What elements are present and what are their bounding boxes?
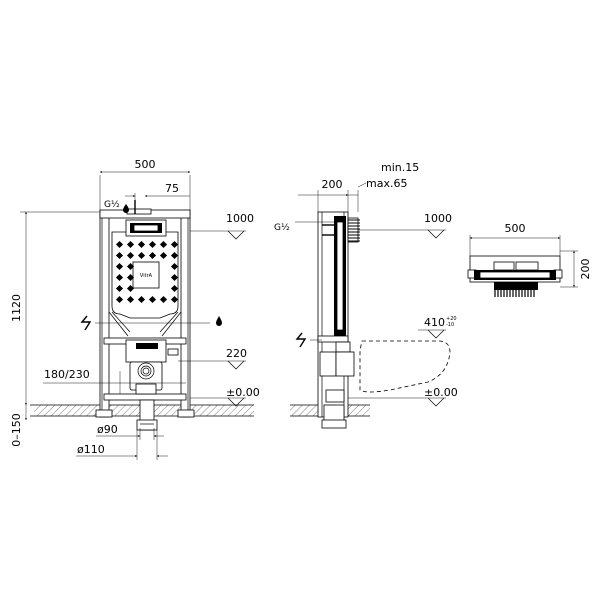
front-dimensions: 500 75 G½ 1000 1120 220 — [10, 158, 260, 460]
cistern-stiffener — [159, 240, 168, 249]
front-floor-dim: ±0.00 — [226, 386, 260, 399]
side-min-dim: min.15 — [381, 161, 419, 174]
front-pipe-large-dim: ø110 — [77, 443, 105, 456]
cistern-stiffener — [137, 251, 146, 260]
cistern-stiffener — [126, 251, 135, 260]
water-drop-icon — [123, 204, 129, 213]
front-top-dim: 1000 — [226, 212, 254, 225]
side-inlet-label: G½ — [274, 223, 290, 233]
water-drop-icon — [216, 316, 222, 326]
front-height-dim: 1120 — [10, 294, 23, 322]
cistern-stiffener — [115, 240, 124, 249]
top-waste-ribs — [494, 290, 535, 297]
cistern-stiffener — [126, 284, 135, 293]
top-width-dim: 500 — [505, 222, 526, 235]
front-view: VitrA 500 — [10, 158, 260, 460]
cistern-stiffener — [159, 295, 168, 304]
front-inlet-label: G½ — [104, 200, 120, 210]
cistern-stiffener — [159, 251, 168, 260]
cistern-stiffener — [170, 262, 179, 271]
cistern-stiffeners — [115, 240, 179, 304]
top-frame — [467, 255, 563, 297]
cistern-stiffener — [115, 262, 124, 271]
side-depth-dim: 200 — [322, 178, 343, 191]
side-bowl-tol-up: +20 — [446, 316, 457, 322]
cistern-stiffener — [126, 262, 135, 271]
top-dimensions: 500 200 — [469, 222, 592, 288]
cistern: VitrA — [111, 200, 179, 319]
cistern-stiffener — [126, 295, 135, 304]
side-bowl-tol-down: -10 — [446, 322, 454, 328]
wc-bowl-outline — [359, 340, 451, 393]
cistern-stiffener — [126, 240, 135, 249]
cistern-stiffener — [170, 251, 179, 260]
cistern-stiffener — [148, 251, 157, 260]
front-floor-range-dim: 0–150 — [10, 413, 23, 447]
cistern-stiffener — [137, 295, 146, 304]
cistern-stiffener — [126, 273, 135, 282]
cistern-stiffener — [137, 240, 146, 249]
side-max-dim: max.65 — [366, 177, 407, 190]
waste-block — [125, 339, 179, 431]
cistern-stiffener — [148, 295, 157, 304]
cistern-stiffener — [170, 240, 179, 249]
cistern-stiffener — [115, 273, 124, 282]
front-waste-height-dim: 220 — [226, 347, 247, 360]
cistern-stiffener — [115, 295, 124, 304]
front-width-dim: 500 — [135, 158, 156, 171]
cistern-stiffener — [148, 240, 157, 249]
front-waste-spacing-dim: 180/230 — [44, 368, 90, 381]
electric-icon — [80, 315, 92, 331]
cistern-stiffener — [170, 284, 179, 293]
electric-icon — [295, 332, 307, 348]
side-bowl-height-dim: 410 — [424, 316, 445, 329]
cistern-stiffener — [115, 284, 124, 293]
side-view: 200 min.15 max.65 G½ 1000 410 +20 -10 — [274, 161, 458, 429]
top-view: 500 200 — [467, 222, 592, 297]
side-cistern-ribs — [348, 219, 360, 242]
side-top-dim: 1000 — [424, 212, 452, 225]
brand-label: VitrA — [140, 273, 153, 279]
front-offset-dim: 75 — [165, 182, 179, 195]
cistern-stiffener — [170, 295, 179, 304]
side-frame — [317, 211, 360, 429]
side-dimensions: 200 min.15 max.65 G½ 1000 410 +20 -10 — [274, 161, 458, 407]
front-pipe-small-dim: ø90 — [97, 423, 118, 436]
cistern-stiffener — [115, 251, 124, 260]
top-depth-dim: 200 — [579, 259, 592, 280]
cistern-stiffener — [170, 273, 179, 282]
side-floor-dim: ±0.00 — [424, 386, 458, 399]
